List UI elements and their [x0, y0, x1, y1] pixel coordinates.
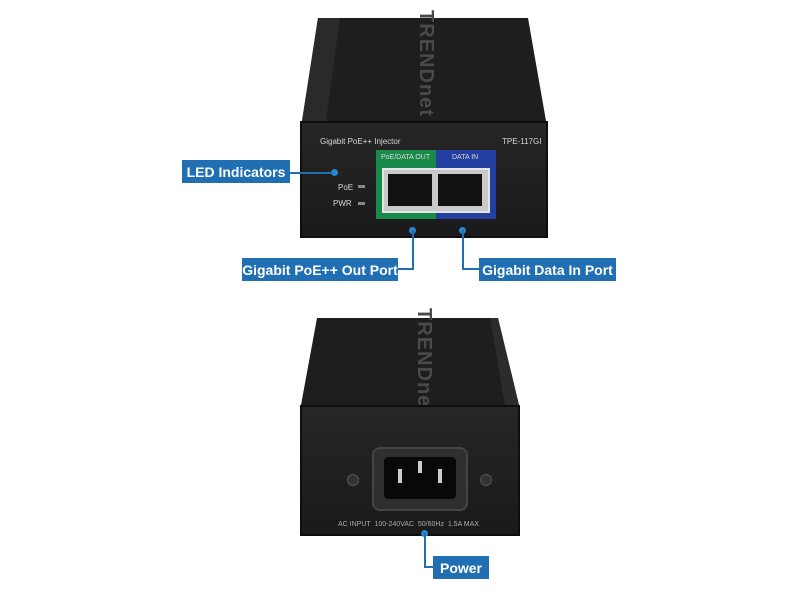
screw-left	[347, 474, 359, 486]
pwr-led	[358, 202, 365, 205]
power-callout: Power	[433, 556, 489, 579]
poe-out-port[interactable]	[388, 174, 432, 206]
poe-led	[358, 185, 365, 188]
top-device-front-panel: Gigabit PoE++ Injector TPE-117GI PoE PWR…	[300, 121, 548, 238]
screw-right	[480, 474, 492, 486]
poe-out-callout-line-v	[412, 230, 414, 270]
socket-cavity	[384, 457, 456, 499]
led-label-poe: PoE	[338, 183, 354, 192]
led-label-pwr: PWR	[333, 199, 352, 208]
trendnet-logo: TRENDnet	[414, 10, 437, 117]
product-name: Gigabit PoE++ Injector	[320, 137, 401, 146]
data-in-label: DATA IN	[452, 154, 479, 161]
trendnet-logo: TRENDnet	[412, 308, 435, 415]
led-indicators-callout: LED Indicators	[182, 160, 290, 183]
power-socket[interactable]	[372, 447, 468, 511]
data-in-callout-line-v	[462, 230, 464, 270]
data-in-port-callout: Gigabit Data In Port	[479, 258, 616, 281]
bottom-device-front-panel: AC INPUT 100-240VAC 50/60Hz 1.5A MAX	[300, 405, 520, 536]
data-in-callout-line-h	[462, 268, 479, 270]
model-number: TPE-117GI	[502, 137, 542, 146]
power-callout-line-h	[424, 566, 434, 568]
power-callout-line-v	[424, 533, 426, 568]
data-in-port[interactable]	[438, 174, 482, 206]
led-callout-dot	[331, 169, 338, 176]
power-rating-text: AC INPUT 100-240VAC 50/60Hz 1.5A MAX	[338, 521, 479, 528]
led-callout-line	[290, 172, 332, 174]
poe-out-callout-line-h	[398, 268, 414, 270]
poe-out-port-callout: Gigabit PoE++ Out Port	[242, 258, 398, 281]
rj45-port-frame	[382, 168, 490, 213]
poe-out-label: PoE/DATA OUT	[381, 154, 431, 161]
